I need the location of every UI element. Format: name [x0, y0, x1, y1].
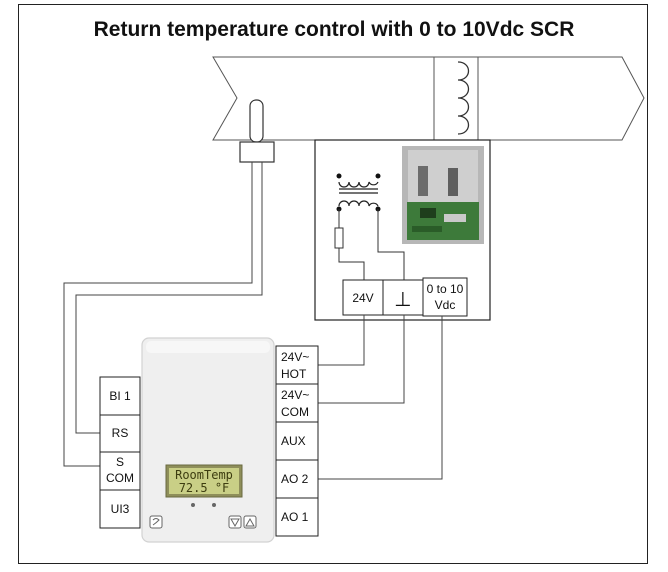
terminal-ao1: AO 1 — [281, 510, 309, 524]
thermostat-controller: RoomTemp 72.5 °F — [141, 337, 275, 543]
controller-right-terminals: 24V~ HOT 24V~ COM AUX AO 2 AO 1 — [275, 345, 319, 537]
display-line1: RoomTemp — [175, 468, 233, 482]
heating-coil-icon — [433, 56, 479, 141]
down-arrow-button-icon[interactable] — [228, 515, 242, 529]
terminal-24v-com-line2: COM — [281, 405, 309, 419]
scr-terminal-ground: ⊥ — [394, 287, 411, 311]
scr-terminal-strip: 24V ⊥ 0 to 10 Vdc — [342, 277, 468, 317]
display-line2: 72.5 °F — [179, 481, 230, 495]
diagram-title: Return temperature control with 0 to 10V… — [93, 18, 575, 41]
wire-ao2-signal — [318, 316, 443, 480]
scr-terminal-signal-line1: 0 to 10 — [427, 282, 464, 296]
terminal-24v-hot-line2: HOT — [281, 367, 307, 381]
brand-logo-icon — [149, 515, 163, 529]
terminal-rs: RS — [112, 426, 129, 440]
scr-terminal-signal-line2: Vdc — [435, 298, 456, 312]
terminal-24v-hot-line1: 24V~ — [281, 350, 309, 364]
sensor-wire-rs — [75, 162, 263, 434]
up-arrow-button-icon[interactable] — [243, 515, 257, 529]
temperature-sensor-icon — [239, 99, 275, 163]
sensor-wire-scom — [63, 162, 253, 467]
wire-24v-com — [276, 315, 405, 404]
terminal-ao2: AO 2 — [281, 472, 309, 486]
fuse-icon — [334, 227, 344, 249]
diagram-frame — [18, 4, 648, 564]
terminal-scom-line2: COM — [106, 471, 134, 485]
transformer-icon — [336, 173, 381, 212]
terminal-24v-com-line1: 24V~ — [281, 388, 309, 402]
terminal-bi1: BI 1 — [109, 389, 131, 403]
duct-arrow — [212, 56, 645, 141]
scr-board-photo — [402, 146, 484, 244]
controller-left-terminals: BI 1 RS S COM UI3 — [99, 376, 141, 529]
terminal-ui3: UI3 — [111, 502, 130, 516]
terminal-scom-line1: S — [116, 455, 124, 469]
scr-terminal-24v: 24V — [352, 291, 373, 305]
terminal-aux: AUX — [281, 434, 306, 448]
